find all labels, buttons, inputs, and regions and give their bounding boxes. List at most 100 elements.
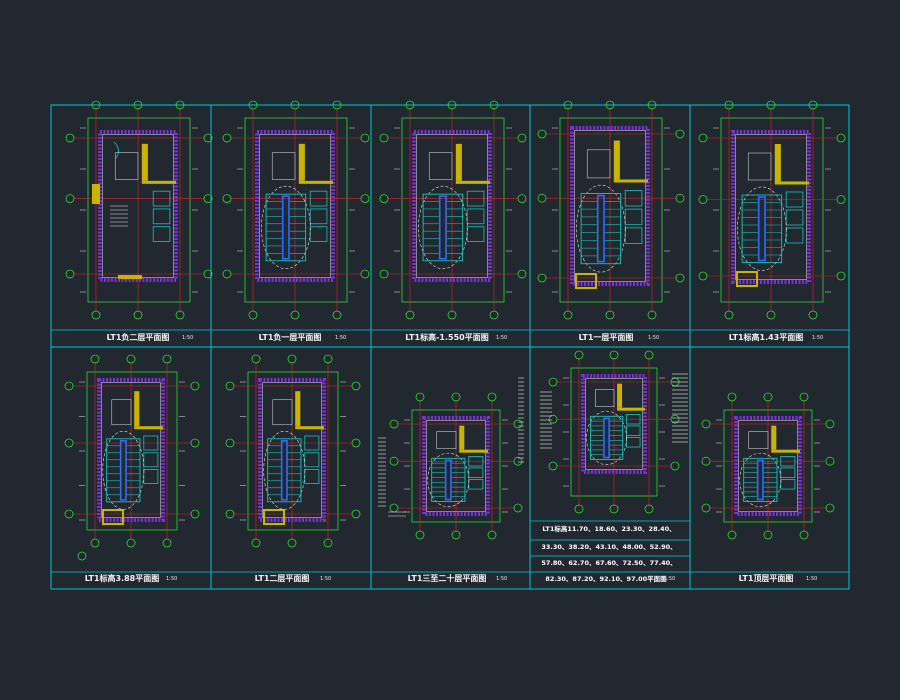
axis-bubble	[379, 269, 389, 279]
axis-bubble	[724, 310, 734, 320]
room-outline	[747, 152, 772, 181]
axis-bubble	[190, 438, 200, 448]
axis-bubble	[537, 193, 547, 203]
smoke-zone-arc	[427, 452, 470, 508]
dimension-frame	[401, 117, 505, 303]
shaft-cell	[624, 208, 643, 226]
axis-bubble	[513, 503, 523, 513]
axis-bubble	[675, 193, 685, 203]
wall-outline	[734, 416, 802, 516]
axis-bubble	[225, 509, 235, 519]
dimension-frame	[720, 117, 824, 303]
smoke-zone-arc	[418, 185, 468, 270]
floor-plan-7	[225, 354, 361, 548]
wall-inner-line	[574, 130, 646, 282]
axis-bubble	[91, 310, 101, 320]
caption-plan-4: LT1一层平面图	[579, 333, 634, 342]
axis-bubble	[808, 310, 818, 320]
stair-well	[757, 196, 766, 262]
axis-bubble	[248, 310, 258, 320]
wall-segment	[455, 180, 490, 184]
wall-segment	[118, 275, 142, 279]
axis-bubble	[698, 195, 708, 204]
room-outline	[114, 152, 139, 180]
shaft-cell	[152, 208, 171, 225]
wall-inner-line	[259, 134, 331, 278]
room-outline	[595, 389, 615, 407]
caption-plan-3: LT1标高-1.550平面图	[405, 332, 488, 342]
stair-well	[280, 439, 288, 501]
wall-segment	[298, 180, 333, 184]
axis-bubble	[548, 414, 558, 424]
shaft-cell	[780, 479, 796, 490]
floor-plan-8	[389, 392, 523, 540]
axis-bubble	[351, 509, 361, 519]
scale-plan-6: 1:50	[166, 576, 177, 582]
annotation-blocks	[77, 373, 688, 561]
caption-plan-9-line-3: 57.80、62.70、67.60、72.50、77.40、	[541, 559, 676, 567]
shaft-cell	[624, 189, 643, 207]
axis-bubble	[405, 310, 415, 320]
axis-bubble	[451, 530, 461, 540]
scale-plan-3: 1:50	[496, 335, 507, 341]
wall-outline	[581, 374, 647, 474]
axis-bubble	[836, 195, 846, 204]
shaft-cell	[466, 190, 485, 207]
stair-outline	[743, 457, 778, 502]
axis-bubble	[90, 538, 100, 548]
wall-outline	[97, 378, 165, 522]
wall-segment	[134, 426, 163, 430]
axis-bubble	[225, 381, 235, 391]
scale-plan-2: 1:50	[335, 335, 346, 341]
axis-bubble	[701, 419, 711, 429]
axis-bubble	[203, 269, 213, 279]
floor-plan-6	[64, 354, 200, 548]
wall-inner-line	[585, 378, 643, 470]
shaft-cell	[785, 209, 804, 226]
room-outline	[272, 399, 293, 426]
axis-bubble	[379, 133, 389, 143]
smoke-zone-arc	[576, 184, 626, 273]
axis-bubble	[563, 310, 573, 320]
wall-outline	[731, 130, 811, 284]
wall-outline	[422, 416, 490, 516]
scale-plan-8: 1:50	[496, 576, 507, 582]
smoke-zone-arc	[737, 186, 787, 271]
caption-plan-2: LT1负一层平面图	[259, 332, 322, 342]
wall-inner-line	[738, 420, 798, 512]
axis-bubble	[825, 419, 835, 429]
axis-bubble	[799, 392, 809, 402]
floor-plans	[64, 100, 846, 561]
axis-bubble	[605, 310, 615, 320]
shaft-cell	[309, 208, 328, 225]
stair-well	[756, 459, 764, 501]
axis-bubble	[647, 310, 657, 320]
axis-bubble	[65, 194, 75, 204]
stair-outline	[106, 438, 141, 503]
axis-bubble	[517, 133, 527, 143]
dimension-frame	[244, 117, 348, 303]
shaft-cell	[143, 452, 159, 468]
axis-bubble	[489, 310, 499, 320]
smoke-zone-arc	[739, 452, 782, 508]
axis-bubble	[537, 273, 547, 283]
axis-bubble	[65, 133, 75, 143]
axis-bubble	[290, 100, 300, 110]
axis-bubble	[64, 509, 74, 519]
wall-segment	[774, 144, 781, 182]
room-outline	[586, 149, 611, 179]
axis-bubble	[647, 100, 657, 110]
axis-bubble	[517, 269, 527, 279]
shaft-cell	[626, 437, 641, 448]
axis-bubble	[351, 381, 361, 391]
axis-bubble	[126, 354, 136, 364]
stair-well	[119, 439, 127, 501]
floor-plan-2	[222, 100, 370, 320]
axis-bubble	[451, 392, 461, 402]
axis-bubble	[609, 350, 619, 360]
wall-outline	[258, 378, 326, 522]
room-outline	[748, 431, 769, 449]
room-outline	[428, 152, 453, 180]
scale-plan-1: 1:50	[182, 335, 193, 341]
